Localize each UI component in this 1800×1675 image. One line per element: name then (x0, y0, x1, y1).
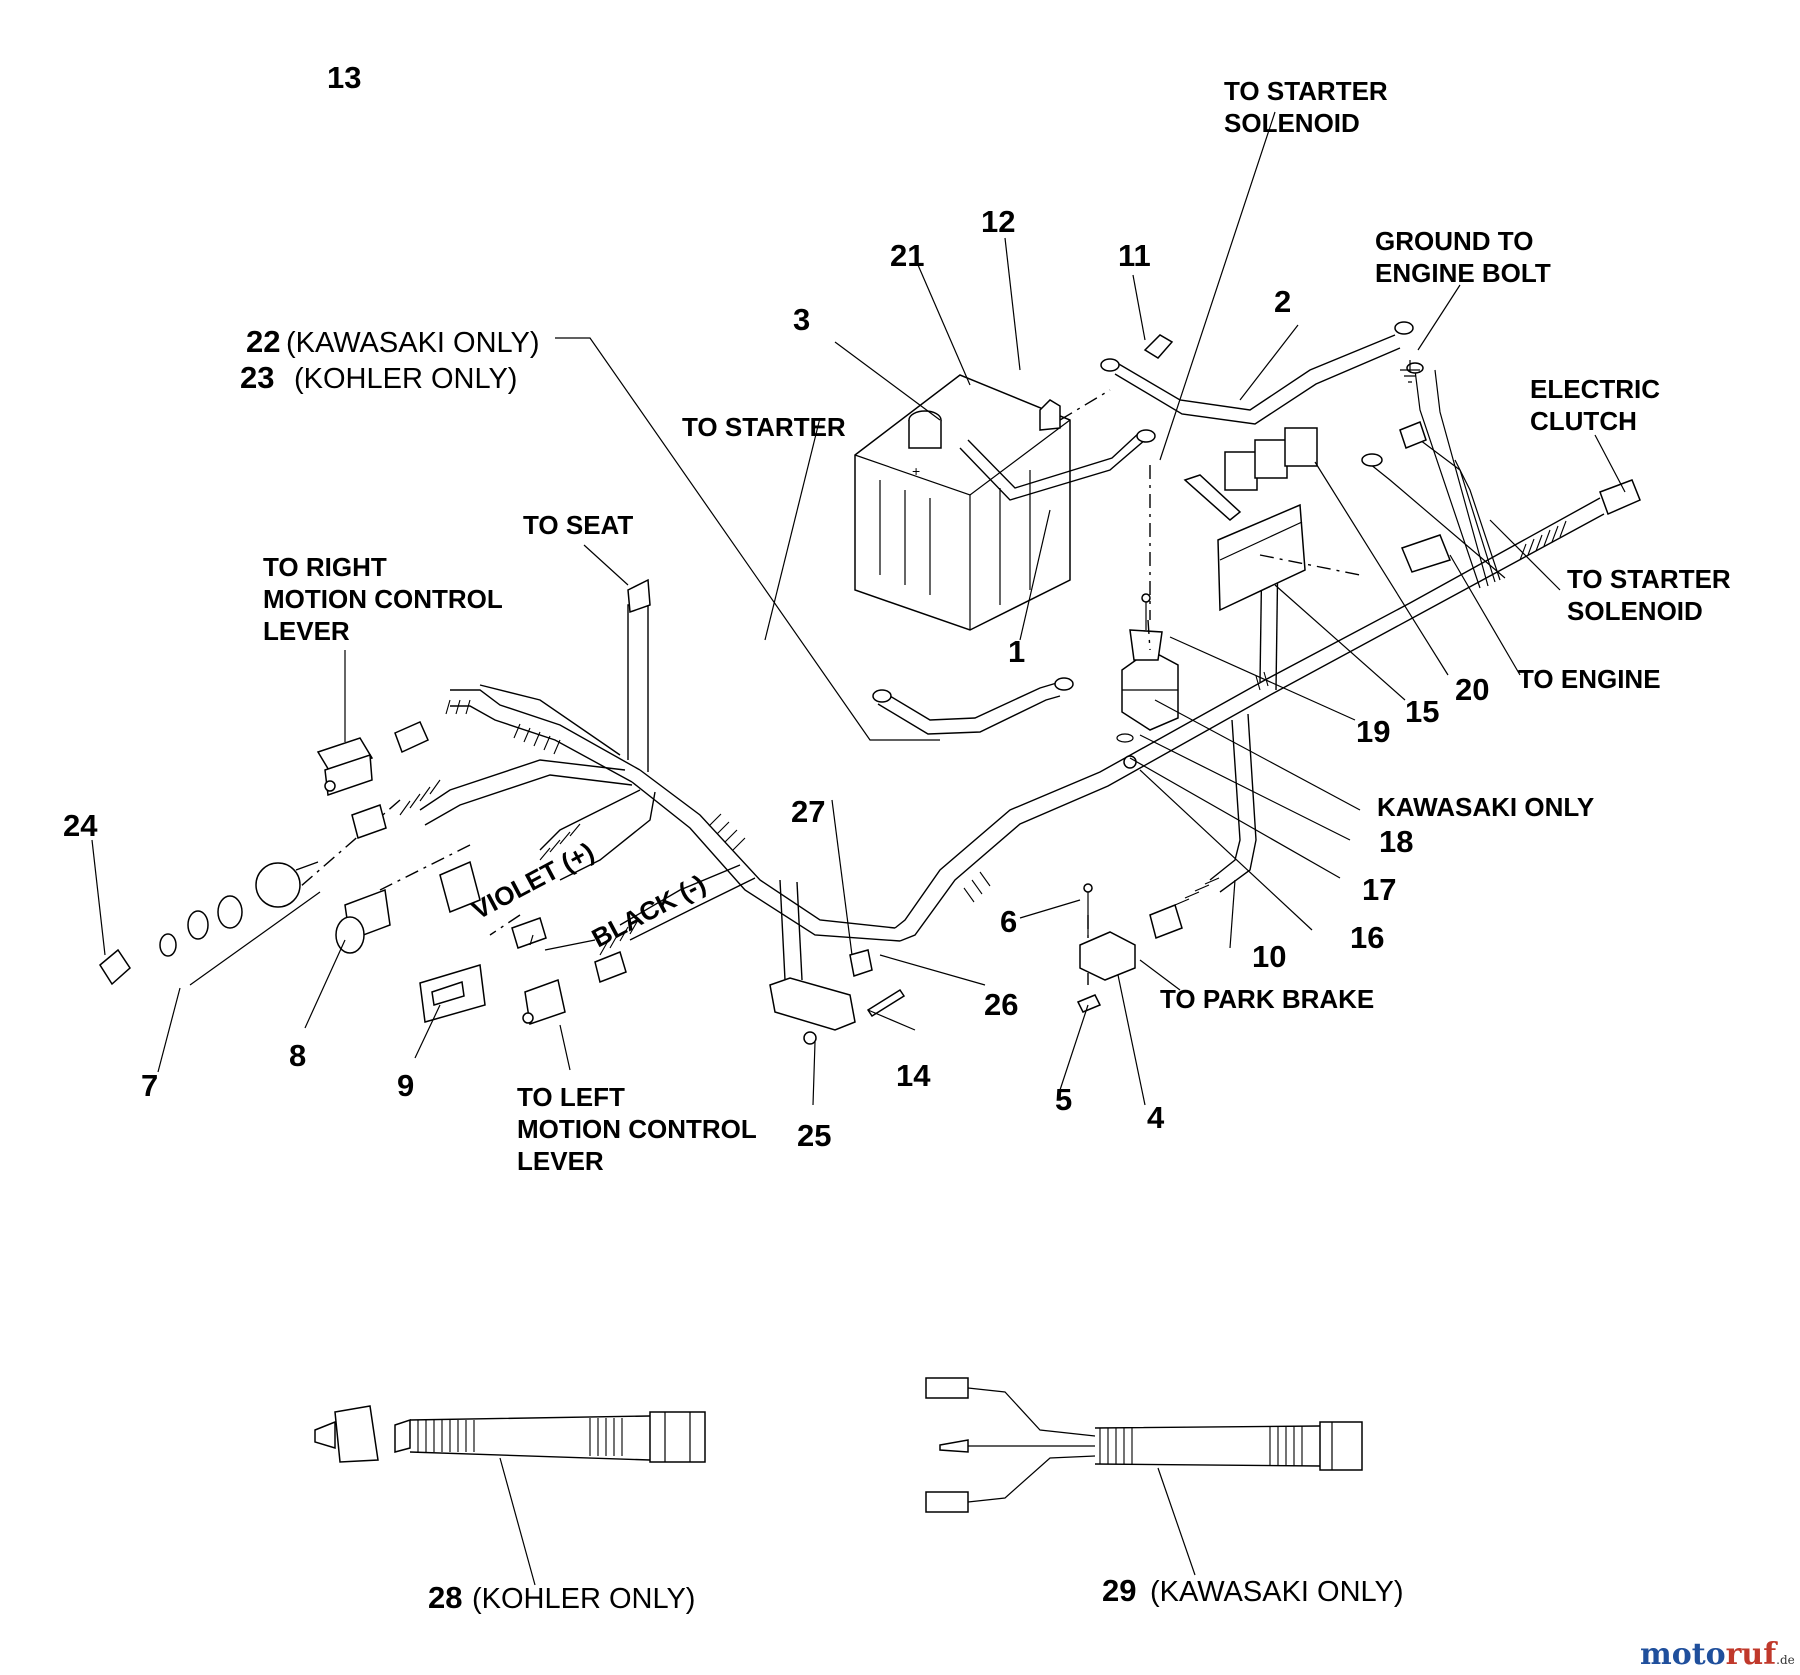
callout-27: 27 (791, 794, 825, 829)
callout-29: 29 (1102, 1573, 1136, 1608)
label-black-wire: BLACK (-) (587, 869, 711, 954)
callout-20: 20 (1455, 672, 1489, 707)
label-to-right-line3: LEVER (263, 616, 350, 646)
figure-number: 13 (327, 60, 361, 95)
watermark: motoruf.de (1640, 1637, 1795, 1672)
callout-18: 18 (1379, 824, 1413, 859)
hour-meter-and-switches (335, 860, 627, 1025)
clutch-and-engine-connectors (1361, 360, 1641, 573)
label-electric-clutch-line2: CLUTCH (1530, 406, 1637, 436)
callout-23: 23 (240, 360, 274, 395)
callout-22: 22 (246, 324, 280, 359)
connector-right-lever (316, 721, 429, 797)
note-28-kohler-only: (KOHLER ONLY) (472, 1583, 695, 1615)
label-ground-line2: ENGINE BOLT (1375, 258, 1551, 288)
callout-5: 5 (1055, 1082, 1072, 1117)
label-to-left-line3: LEVER (517, 1146, 604, 1176)
label-to-seat: TO SEAT (523, 510, 633, 540)
label-to-right-line1: TO RIGHT (263, 552, 387, 582)
bracket-and-switch (769, 949, 906, 1045)
battery: + (854, 374, 1071, 631)
callout-17: 17 (1362, 872, 1396, 907)
callout-15: 15 (1405, 694, 1439, 729)
callout-14: 14 (896, 1058, 931, 1093)
watermark-part2: ruf (1726, 1637, 1779, 1672)
main-harness (399, 369, 1605, 981)
harness-28-kohler (314, 1405, 706, 1463)
label-to-park-brake: TO PARK BRAKE (1160, 984, 1374, 1014)
label-electric-clutch-line1: ELECTRIC (1530, 374, 1660, 404)
callout-3: 3 (793, 302, 810, 337)
callout-8: 8 (289, 1038, 306, 1073)
callout-2: 2 (1274, 284, 1291, 319)
engine-notes: (KAWASAKI ONLY) (KOHLER ONLY) (KOHLER ON… (286, 327, 1404, 1615)
key-switch (99, 804, 387, 986)
label-ground-line1: GROUND TO (1375, 226, 1533, 256)
connection-labels: TO STARTER SOLENOID GROUND TO ENGINE BOL… (263, 76, 1731, 1176)
svg-text:+: + (912, 463, 920, 479)
label-violet-wire: VIOLET (+) (467, 836, 599, 925)
callout-7: 7 (141, 1068, 158, 1103)
callout-28: 28 (428, 1580, 462, 1615)
relay-block (1183, 427, 1318, 612)
callout-19: 19 (1356, 714, 1390, 749)
label-to-left-line1: TO LEFT (517, 1082, 625, 1112)
battery-cables (872, 321, 1414, 735)
callout-9: 9 (397, 1068, 414, 1103)
callout-numbers: 13 1 2 3 4 5 6 7 8 9 10 11 12 14 15 16 1… (63, 60, 1489, 1615)
label-to-starter-solenoid-right-line1: TO STARTER (1567, 564, 1731, 594)
label-to-starter-solenoid-top-line1: TO STARTER (1224, 76, 1388, 106)
watermark-text: motoruf.de (1640, 1637, 1795, 1672)
callout-16: 16 (1350, 920, 1384, 955)
label-to-starter: TO STARTER (682, 412, 846, 442)
callout-11: 11 (1118, 238, 1151, 273)
label-to-starter-solenoid-right-line2: SOLENOID (1567, 596, 1703, 626)
starter-solenoid (1116, 593, 1179, 769)
callout-26: 26 (984, 987, 1018, 1022)
note-23-kohler-only: (KOHLER ONLY) (294, 363, 517, 395)
callout-24: 24 (63, 808, 98, 843)
note-29-kawasaki-only: (KAWASAKI ONLY) (1150, 1576, 1404, 1608)
watermark-part1: moto (1640, 1637, 1726, 1672)
callout-4: 4 (1147, 1100, 1165, 1135)
callout-12: 12 (981, 204, 1015, 239)
label-kawasaki-only: KAWASAKI ONLY (1377, 792, 1594, 822)
harness-29-kawasaki (925, 1377, 1363, 1513)
seat-connector (627, 578, 651, 614)
park-brake-switch (1076, 883, 1183, 1013)
label-to-starter-solenoid-top-line2: SOLENOID (1224, 108, 1360, 138)
callout-21: 21 (890, 238, 924, 273)
note-22-kawasaki-only: (KAWASAKI ONLY) (286, 327, 540, 359)
callout-10: 10 (1252, 939, 1286, 974)
callout-25: 25 (797, 1118, 831, 1153)
label-to-engine: TO ENGINE (1518, 664, 1661, 694)
callout-1: 1 (1008, 634, 1025, 669)
label-to-left-line2: MOTION CONTROL (517, 1114, 757, 1144)
leader-lines (91, 111, 1626, 1586)
watermark-suffix: .de (1776, 1653, 1795, 1667)
label-to-right-line2: MOTION CONTROL (263, 584, 503, 614)
callout-6: 6 (1000, 904, 1017, 939)
